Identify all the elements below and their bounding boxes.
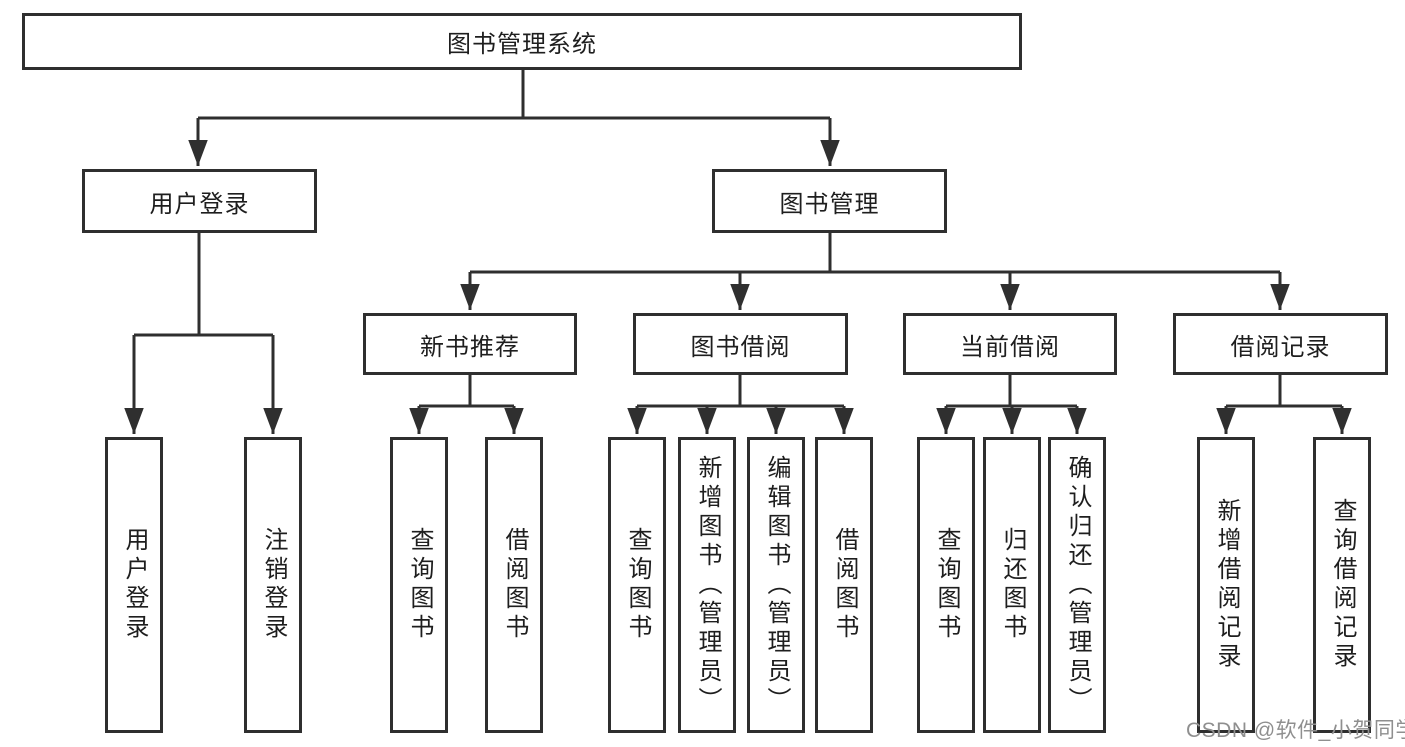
leaf-label: 借阅图书	[501, 527, 528, 643]
leaf-query-borrow-record: 查询借阅记录	[1313, 437, 1371, 733]
leaf-add-books-admin: 新增图书（管理员）	[678, 437, 736, 733]
leaf-add-borrow-record: 新增借阅记录	[1197, 437, 1255, 733]
leaf-label: 确认归还（管理员）	[1064, 454, 1091, 716]
leaf-label: 用户登录	[121, 527, 148, 643]
csdn-watermark: CSDN @软件_小贺同学	[1186, 719, 1405, 742]
node-label: 图书借阅	[690, 333, 791, 361]
leaf-label: 借阅图书	[831, 527, 858, 643]
leaf-label: 查询借阅记录	[1329, 498, 1356, 672]
leaf-edit-books-admin: 编辑图书（管理员）	[747, 437, 805, 733]
leaf-label: 新增借阅记录	[1213, 498, 1240, 672]
node-label: 借阅记录	[1230, 333, 1331, 361]
leaf-query-books-borrowing: 查询图书	[608, 437, 666, 733]
node-label: 图书管理	[779, 190, 880, 218]
node-new-book-recommendation: 新书推荐	[363, 313, 577, 375]
leaf-label: 编辑图书（管理员）	[763, 454, 790, 716]
leaf-confirm-return-admin: 确认归还（管理员）	[1048, 437, 1106, 733]
node-label: 当前借阅	[960, 333, 1060, 361]
node-library-management-system: 图书管理系统	[22, 13, 1022, 70]
node-book-borrowing: 图书借阅	[633, 313, 848, 375]
node-book-management: 图书管理	[712, 169, 947, 233]
leaf-label: 查询图书	[933, 527, 960, 643]
node-borrowing-records: 借阅记录	[1173, 313, 1388, 375]
node-label: 图书管理系统	[447, 31, 597, 58]
leaf-label: 新增图书（管理员）	[694, 454, 721, 716]
leaf-label: 归还图书	[999, 527, 1026, 643]
leaf-label: 注销登录	[260, 527, 287, 643]
leaf-query-books-current: 查询图书	[917, 437, 975, 733]
leaf-logout: 注销登录	[244, 437, 302, 733]
leaf-return-books: 归还图书	[983, 437, 1041, 733]
node-user-login: 用户登录	[82, 169, 317, 233]
node-current-borrowing: 当前借阅	[903, 313, 1117, 375]
node-label: 用户登录	[149, 190, 250, 218]
leaf-borrow-books: 借阅图书	[815, 437, 873, 733]
node-label: 新书推荐	[420, 333, 520, 361]
leaf-borrow-books-recommendation: 借阅图书	[485, 437, 543, 733]
leaf-query-books-recommendation: 查询图书	[390, 437, 448, 733]
leaf-user-login: 用户登录	[105, 437, 163, 733]
leaf-label: 查询图书	[406, 527, 433, 643]
leaf-label: 查询图书	[624, 527, 651, 643]
